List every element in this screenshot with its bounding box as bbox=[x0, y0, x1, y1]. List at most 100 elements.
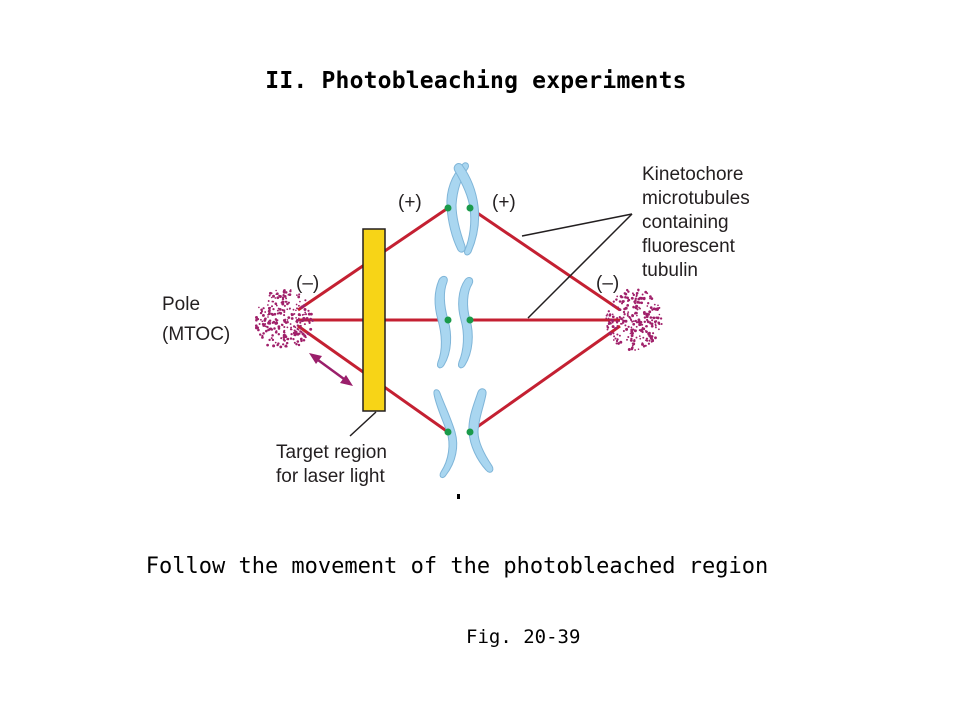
mtoc-dot bbox=[626, 312, 629, 316]
mtoc-dot bbox=[299, 324, 302, 328]
mtoc-dot bbox=[637, 288, 640, 291]
mtoc-dot bbox=[289, 289, 292, 291]
mtoc-dot bbox=[647, 342, 651, 345]
mtoc-dot bbox=[647, 313, 650, 316]
mtoc-dot bbox=[643, 312, 646, 316]
mtoc-dot bbox=[299, 300, 301, 303]
kinetochore bbox=[444, 316, 452, 324]
mtoc-dot bbox=[275, 330, 278, 333]
chromosome-middle-right bbox=[458, 276, 474, 369]
mtoc-dot bbox=[296, 321, 299, 324]
mtoc-dot bbox=[626, 299, 630, 303]
mtoc-dot bbox=[635, 325, 638, 328]
mtoc-dot bbox=[297, 313, 301, 317]
mtoc-dot bbox=[609, 331, 612, 334]
mtoc-dot bbox=[622, 319, 625, 323]
mtoc-dot bbox=[615, 298, 618, 301]
mtoc-dot bbox=[286, 308, 289, 311]
mtoc-dot bbox=[256, 326, 259, 328]
mtoc-dot bbox=[307, 333, 310, 336]
mtoc-dot bbox=[643, 316, 647, 319]
mtoc-dot bbox=[265, 329, 268, 333]
mtoc-dot bbox=[259, 311, 263, 315]
mtoc-dot bbox=[618, 334, 621, 337]
mtoc-dot bbox=[271, 334, 274, 337]
mtoc-dot bbox=[278, 295, 282, 298]
mtoc-dot bbox=[281, 308, 284, 312]
mtoc-dot bbox=[658, 306, 661, 309]
slide-caption: Follow the movement of the photobleached… bbox=[145, 554, 769, 579]
mtoc-dot bbox=[285, 335, 288, 338]
mtoc-dot bbox=[616, 333, 619, 336]
mtoc-dot bbox=[654, 336, 657, 340]
mtoc-dot bbox=[645, 325, 648, 328]
mtoc-dot bbox=[284, 321, 288, 324]
mtoc-dot bbox=[307, 309, 310, 312]
mtoc-dot bbox=[637, 318, 641, 322]
mtoc-dot bbox=[290, 326, 293, 329]
mtoc-dot bbox=[270, 337, 273, 340]
target-label-line2: for laser light bbox=[276, 466, 385, 487]
mtoc-dot bbox=[286, 326, 289, 329]
mtoc-dot bbox=[287, 316, 291, 319]
mtoc-dot bbox=[621, 321, 625, 324]
kinetochore-label-line5: tubulin bbox=[642, 260, 698, 281]
mtoc-dot bbox=[627, 348, 631, 351]
mtoc-dot bbox=[633, 329, 637, 333]
mtoc-dot bbox=[279, 311, 283, 315]
mtoc-dot bbox=[621, 323, 623, 325]
mtoc-dot bbox=[613, 335, 616, 338]
mtoc-dot bbox=[652, 316, 656, 320]
mtoc-dot bbox=[626, 304, 630, 307]
mtoc-dot bbox=[261, 320, 264, 323]
mtoc-dot bbox=[656, 308, 659, 311]
mtoc-dot bbox=[280, 323, 283, 326]
mtoc-dot bbox=[618, 300, 622, 303]
mtoc-dot bbox=[274, 318, 278, 321]
mtoc-dot bbox=[257, 318, 260, 321]
mtoc-dot bbox=[637, 297, 641, 301]
mtoc-dot bbox=[634, 349, 637, 351]
mtoc-dot bbox=[276, 309, 279, 312]
mtoc-dot bbox=[623, 313, 626, 316]
mtoc-dot bbox=[267, 316, 269, 318]
mtoc-dot bbox=[271, 338, 275, 342]
mtoc-dot bbox=[632, 305, 635, 309]
mtoc-dot bbox=[620, 302, 624, 305]
mtoc-dot bbox=[271, 300, 274, 303]
mtoc-dot bbox=[276, 312, 279, 315]
mtoc-dot bbox=[292, 308, 295, 311]
mtoc-dot bbox=[626, 296, 629, 299]
mtoc-dot bbox=[634, 297, 637, 300]
mtoc-dot bbox=[627, 325, 630, 328]
mtoc-dot bbox=[632, 328, 635, 331]
mtoc-dot bbox=[261, 322, 265, 326]
mtoc-dot bbox=[294, 330, 297, 333]
mtoc-dot bbox=[282, 343, 284, 346]
kinetochore bbox=[466, 316, 474, 324]
mtoc-dot bbox=[629, 317, 632, 320]
mtoc-dot bbox=[264, 317, 267, 321]
mtoc-dot bbox=[611, 313, 614, 316]
mtoc-dot bbox=[622, 316, 625, 319]
mtoc-dot bbox=[650, 324, 654, 328]
mtoc-dot bbox=[297, 343, 301, 347]
mtoc-dot bbox=[300, 327, 302, 330]
mtoc-dot bbox=[303, 313, 305, 316]
mtoc-dot bbox=[650, 297, 654, 300]
mtoc-dot bbox=[268, 338, 271, 342]
mtoc-dot bbox=[296, 324, 299, 327]
mtoc-dot bbox=[631, 292, 634, 295]
figure-reference: Fig. 20-39 bbox=[466, 626, 581, 648]
kinetochore-label-line4: fluorescent bbox=[642, 236, 736, 257]
mtoc-dot bbox=[630, 319, 633, 322]
mtoc-dot bbox=[641, 342, 644, 345]
mtoc-dot bbox=[639, 323, 642, 326]
mtoc-dot bbox=[658, 328, 660, 331]
mtoc-dot bbox=[285, 341, 289, 345]
mtoc-dot bbox=[608, 322, 611, 325]
chromosome-middle-left bbox=[434, 275, 452, 369]
mtoc-dot bbox=[275, 289, 277, 292]
mtoc-dot bbox=[610, 319, 612, 322]
mtoc-dot bbox=[279, 345, 283, 349]
